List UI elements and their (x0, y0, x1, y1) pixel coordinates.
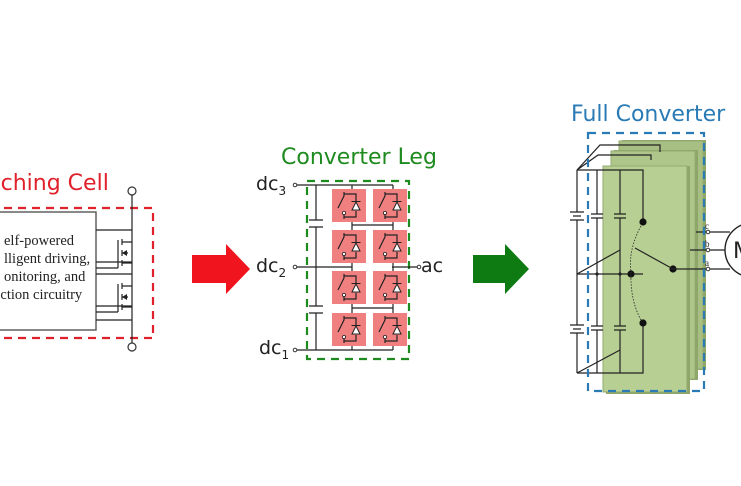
switch-module (331, 188, 367, 223)
dc3-label: dc3 (256, 173, 286, 198)
switching-cell-title: tching Cell (0, 171, 109, 196)
bottom-terminal (127, 342, 137, 352)
switch-module (372, 312, 408, 347)
full-converter-title: Full Converter (571, 102, 726, 127)
green-arrow-icon (473, 244, 529, 294)
full-converter-dashed-border (586, 131, 706, 393)
phase-b-label: b (705, 239, 710, 249)
switching-cell-panel: tching Cell elf-powered lligent driving,… (0, 171, 155, 352)
node (627, 270, 635, 278)
switch-module (372, 270, 408, 305)
switch-module (331, 270, 367, 305)
driver-text-line-2: lligent driving, (4, 251, 90, 267)
phase-a-label: a (705, 258, 709, 268)
driver-text-line-4: ection circuitry (0, 287, 83, 303)
driver-text-line-1: elf-powered (4, 233, 75, 249)
switch-module (331, 229, 367, 264)
switch-module (372, 188, 408, 223)
top-terminal (127, 186, 137, 196)
phase-c-label: c (705, 221, 709, 231)
switch-module (331, 312, 367, 347)
motor-icon (724, 224, 741, 276)
driver-text-line-3: onitoring, and (4, 269, 86, 285)
full-converter-panel: Full Converter (570, 102, 741, 394)
node (639, 319, 647, 327)
node (639, 218, 647, 226)
switching-cell-dashed-border (0, 206, 155, 340)
converter-leg-panel: Converter Leg dc3 dc2 dc1 ac (256, 145, 443, 362)
dc1-label: dc1 (259, 337, 289, 362)
driver-circuit-box (0, 211, 97, 331)
dc2-label: dc2 (256, 255, 286, 280)
ac-label: ac (421, 255, 443, 277)
switch-module (372, 229, 408, 264)
mosfet-pair-icon (96, 186, 137, 352)
leg-a (602, 165, 688, 393)
motor-label: M (733, 239, 741, 264)
red-arrow-icon (192, 244, 250, 294)
converter-leg-title: Converter Leg (281, 145, 437, 170)
